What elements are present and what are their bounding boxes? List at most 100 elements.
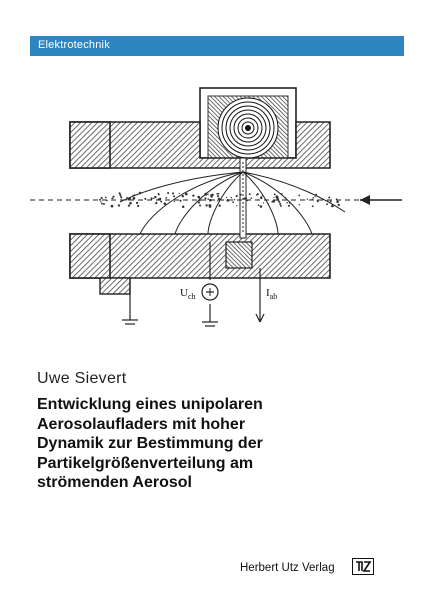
author-name: Uwe Sievert — [37, 370, 127, 387]
particle-dot — [260, 196, 263, 200]
particle-dot — [192, 194, 195, 197]
particle-dot — [181, 195, 184, 198]
particle-dot — [197, 201, 201, 204]
particle-dot — [204, 192, 208, 196]
particle-dot — [154, 195, 157, 199]
particle-dot — [311, 205, 314, 208]
utz-logo-icon — [352, 558, 374, 575]
particle-dot — [111, 197, 114, 200]
flow-arrow-icon — [360, 195, 402, 205]
publisher-name: Herbert Utz Verlag — [240, 562, 335, 574]
particle-dot — [335, 198, 338, 200]
particle-dot — [233, 199, 236, 201]
particle-dot — [328, 196, 331, 199]
particle-dot — [243, 197, 246, 200]
series-bar: Elektrotechnik — [30, 36, 404, 56]
particle-dot — [246, 199, 249, 202]
upper-flange — [69, 121, 111, 169]
particle-dot — [277, 199, 280, 202]
particle-dot — [171, 192, 175, 195]
voltage-label: Uch — [180, 287, 196, 301]
particle-dot — [207, 193, 209, 195]
particle-dot — [257, 204, 260, 206]
particle-dot — [329, 200, 332, 203]
particle-dot — [99, 198, 101, 201]
particle-dot — [198, 198, 201, 202]
particle-dot — [112, 195, 115, 198]
title-line: Entwicklung eines unipolaren — [37, 396, 263, 413]
particle-dot — [298, 194, 301, 197]
particle-dot — [209, 204, 212, 206]
particle-dot — [287, 204, 291, 207]
particle-dot — [257, 199, 260, 201]
particle-dot — [178, 192, 180, 195]
particle-dot — [205, 204, 208, 207]
particle-dot — [267, 203, 269, 205]
lower-flange — [69, 233, 111, 279]
particle-dot — [165, 197, 168, 199]
particle-dot — [209, 198, 212, 202]
particle-dot — [279, 203, 282, 205]
coil — [217, 97, 279, 159]
particle-dot — [255, 194, 258, 196]
particle-dot — [152, 197, 155, 200]
particle-dot — [280, 192, 283, 195]
particle-dot — [133, 194, 136, 196]
particle-dot — [101, 202, 103, 205]
circuit-wiring — [122, 242, 265, 327]
particle-dot — [181, 205, 185, 208]
particle-dot — [155, 202, 157, 205]
particle-dot — [262, 202, 265, 204]
particle-dot — [126, 196, 128, 199]
particle-dot — [159, 197, 162, 200]
particle-dot — [197, 196, 201, 199]
particle-dot — [286, 201, 288, 204]
particle-dot — [312, 197, 315, 199]
particle-dot — [204, 197, 207, 200]
particle-dot — [103, 203, 105, 205]
particle-dot — [100, 201, 102, 203]
particle-dot — [235, 194, 238, 198]
electrode — [225, 241, 253, 269]
title-line: Aerosolaufladers mit hoher — [37, 415, 246, 433]
particle-dot — [120, 197, 123, 199]
particle-dot — [315, 193, 318, 196]
particle-dot — [326, 203, 328, 206]
particle-dot — [167, 192, 170, 194]
particle-dot — [138, 191, 142, 195]
lower-rod-left — [99, 277, 131, 295]
particle-dot — [110, 204, 114, 208]
particle-dot — [284, 197, 287, 199]
particle-dot — [100, 196, 103, 200]
particle-dot — [132, 196, 136, 200]
particle-dot — [326, 200, 329, 203]
particles — [99, 191, 340, 208]
title-line: Partikelgrößenverteilung am — [37, 454, 254, 472]
particle-dot — [311, 198, 313, 201]
particle-dot — [125, 198, 128, 201]
particle-dot — [217, 200, 219, 202]
particle-dot — [245, 197, 248, 200]
particle-dot — [179, 199, 182, 202]
particle-dot — [248, 193, 251, 196]
particle-dot — [106, 199, 108, 202]
particle-dot — [135, 201, 139, 205]
particle-dot — [226, 199, 230, 202]
particle-dot — [273, 196, 275, 199]
particle-dot — [236, 205, 238, 207]
particle-dot — [288, 202, 291, 204]
particle-dot — [150, 197, 153, 200]
particle-dot — [185, 192, 188, 196]
particle-dot — [225, 196, 228, 199]
particle-dot — [218, 204, 221, 207]
particle-dot — [119, 195, 122, 197]
particle-dot — [261, 194, 264, 197]
particle-dot — [217, 195, 220, 198]
particle-dot — [336, 201, 339, 203]
series-label: Elektrotechnik — [38, 39, 110, 51]
particle-dot — [239, 193, 242, 196]
particle-dot — [259, 205, 263, 208]
particle-dot — [157, 198, 160, 201]
current-label: Iab — [266, 287, 277, 301]
